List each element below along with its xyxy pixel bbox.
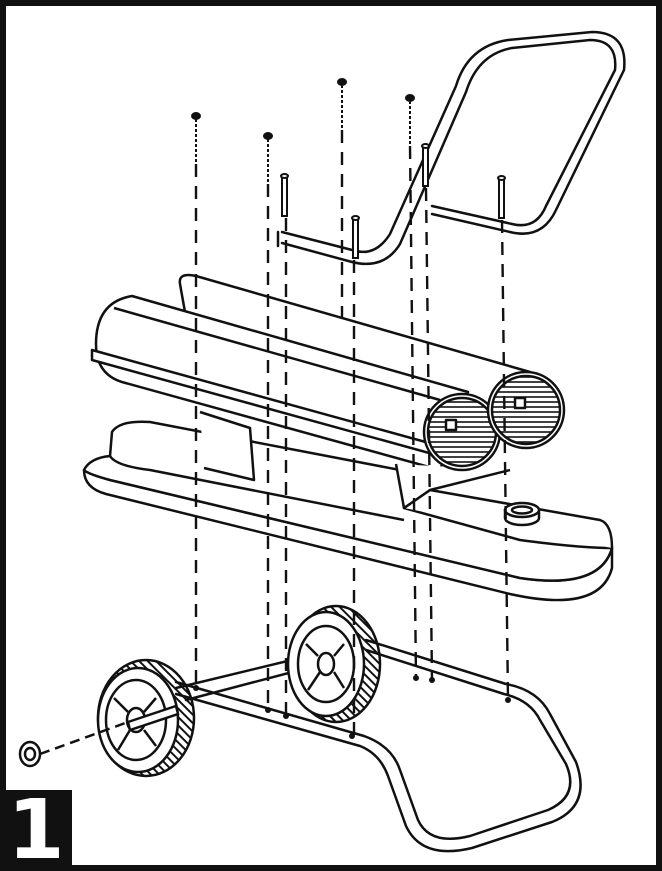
assembly-guide-lines — [194, 130, 510, 736]
screw — [263, 132, 273, 182]
screw — [405, 94, 415, 144]
handle-assembly — [276, 30, 626, 266]
frame-bolts — [193, 675, 511, 739]
screw — [337, 78, 347, 128]
step-number-badge: 1 — [0, 790, 72, 871]
screws — [191, 78, 415, 182]
fuel-cap — [503, 501, 541, 527]
screw — [191, 112, 201, 162]
wheel-rear — [286, 604, 382, 724]
handle-pegs — [280, 143, 506, 259]
axle-cap — [18, 704, 180, 768]
